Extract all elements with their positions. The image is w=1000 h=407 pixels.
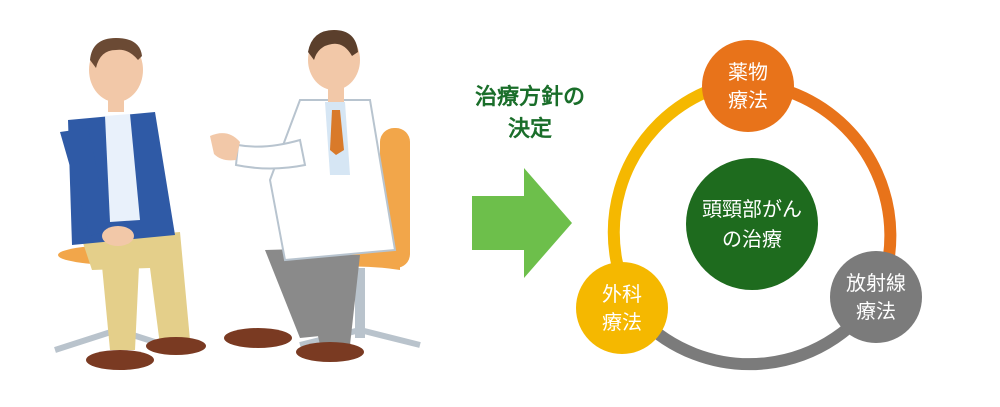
radiation-therapy-line1: 放射線 bbox=[846, 271, 906, 295]
drug-therapy-node: 薬物 療法 bbox=[702, 40, 794, 132]
drug-therapy-line2: 療法 bbox=[728, 88, 768, 112]
surgery-line2: 療法 bbox=[602, 310, 642, 334]
center-node-line2: の治療 bbox=[722, 227, 782, 251]
surgery-node: 外科 療法 bbox=[576, 262, 668, 354]
center-node: 頭頸部がん の治療 bbox=[686, 158, 818, 290]
radiation-therapy-line2: 療法 bbox=[856, 299, 896, 323]
decision-caption: 治療方針の 決定 bbox=[420, 82, 640, 146]
surgery-line1: 外科 bbox=[602, 282, 642, 306]
patient-illustration bbox=[54, 38, 206, 370]
radiation-therapy-node: 放射線 療法 bbox=[830, 251, 922, 343]
right-arrow-icon bbox=[472, 168, 572, 278]
decision-caption-line2: 決定 bbox=[507, 117, 552, 142]
decision-caption-line1: 治療方針の bbox=[474, 85, 585, 110]
drug-therapy-line1: 薬物 bbox=[728, 60, 768, 84]
center-node-line1: 頭頸部がん bbox=[702, 197, 802, 221]
doctor-illustration bbox=[210, 30, 421, 362]
